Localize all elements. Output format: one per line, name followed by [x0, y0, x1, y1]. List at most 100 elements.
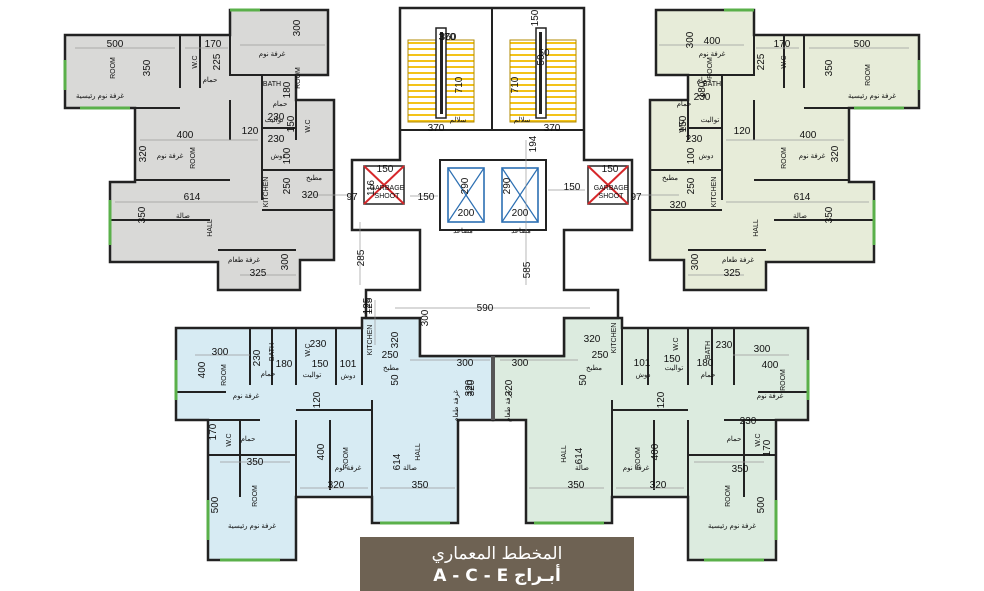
dimension-label: 320	[328, 480, 345, 491]
dimension-label: 225	[212, 53, 223, 70]
room-label: ROOM	[295, 67, 302, 89]
dimension-label: 230	[268, 134, 285, 145]
dimension-label: 200	[512, 208, 529, 219]
dimension-label: 194	[528, 135, 539, 152]
dimension-label: 97	[346, 192, 358, 203]
dimension-label: 370	[428, 123, 445, 134]
dimension-label: 150	[602, 164, 619, 175]
dimension-label: 585	[522, 261, 533, 278]
dimension-label: 614	[184, 192, 201, 203]
room-label: حمام	[241, 435, 256, 443]
dimension-label: 150	[664, 354, 681, 365]
dimension-label: 370	[544, 123, 561, 134]
room-label: KITCHEN	[263, 177, 270, 208]
room-label: صالة	[575, 464, 589, 472]
room-label: ROOM	[110, 57, 117, 79]
dimension-label: 614	[794, 192, 811, 203]
dimension-label: 320	[504, 379, 515, 396]
dimension-label: 300	[685, 31, 696, 48]
dimension-label: 250	[686, 177, 697, 194]
dimension-label: 400	[800, 130, 817, 141]
room-label: غرفة طعام	[504, 390, 512, 422]
dimension-label: 120	[734, 126, 751, 137]
room-label: ROOM	[781, 147, 788, 169]
dimension-label: 300	[754, 344, 771, 355]
room-label: ROOM	[343, 447, 350, 469]
plan-title-towers: أبـراج A - C - E	[433, 566, 561, 586]
room-label: KITCHEN	[367, 325, 374, 356]
dimension-label: 300	[457, 358, 474, 369]
room-label: دوش	[270, 153, 285, 160]
room-label: دوش	[635, 372, 650, 379]
dimension-label: 320	[830, 145, 841, 162]
dimension-lines	[75, 44, 909, 489]
room-label: SHOOT	[599, 193, 625, 200]
dimension-label: 120	[242, 126, 259, 137]
dimension-label: 230	[268, 112, 285, 123]
room-label: غرفة نوم	[757, 393, 784, 400]
room-label: ROOM	[635, 447, 642, 469]
dimension-label: 300	[292, 19, 303, 36]
room-label: دوش	[340, 373, 355, 380]
dimension-label: 101	[340, 359, 357, 370]
dimension-label: 320	[390, 331, 401, 348]
dimension-label: 300	[690, 253, 701, 270]
dimension-label: 400	[177, 130, 194, 141]
dimension-label: 230	[310, 339, 327, 350]
room-label: ROOM	[707, 57, 714, 79]
room-label: مطبخ	[662, 174, 678, 182]
windows	[63, 8, 921, 562]
dimension-label: 710	[510, 76, 521, 93]
room-label: W.C	[673, 337, 680, 350]
interior-walls	[65, 35, 919, 523]
dimension-label: 614	[574, 447, 585, 464]
dimension-label: 325	[250, 268, 267, 279]
room-label: مطبخ	[306, 174, 322, 182]
dimension-label: 125	[364, 297, 375, 314]
dimension-label: 350	[412, 480, 429, 491]
dimension-label: 300	[420, 309, 431, 326]
room-label: حمام	[677, 100, 692, 108]
dimension-label: 50	[538, 48, 550, 59]
dimension-label: 350	[824, 206, 835, 223]
room-label: تواليت	[303, 371, 322, 379]
room-label: سلالم	[514, 116, 531, 124]
dimension-label: 180	[276, 359, 293, 370]
dimension-label: 320	[584, 334, 601, 345]
dimension-label: 320	[464, 379, 475, 396]
room-label: غرفة طعام	[722, 256, 754, 264]
dimension-label: 350	[137, 206, 148, 223]
dimension-label: 150	[418, 192, 435, 203]
dimension-label: 300	[280, 253, 291, 270]
room-label: حمام	[701, 371, 716, 379]
plan-title-arabic: المخطط المعماري	[431, 544, 563, 564]
room-label: غرفة نوم رئيسية	[76, 92, 124, 100]
room-label: HALL	[561, 445, 568, 463]
room-label: W.C	[192, 55, 199, 68]
dimension-label: 320	[138, 145, 149, 162]
dimension-label: 400	[762, 360, 779, 371]
plan-title-box: المخطط المعماري أبـراج A - C - E	[360, 537, 634, 591]
room-label: W.C	[226, 433, 233, 446]
room-label: مصاعد	[511, 227, 531, 235]
room-label: غرفة نوم	[259, 51, 286, 58]
dimension-label: 230	[694, 92, 711, 103]
room-label: GARBAGE	[370, 185, 405, 192]
dimension-label: 180	[282, 81, 293, 98]
dimension-label: 50	[578, 374, 589, 386]
room-label: W.C	[679, 119, 686, 132]
dimension-label: 230	[740, 416, 757, 427]
dimension-label: 120	[312, 391, 323, 408]
dimension-label: 325	[724, 268, 741, 279]
dimension-label: 500	[756, 496, 767, 513]
dimension-label: 500	[107, 39, 124, 50]
room-label: HALL	[415, 443, 422, 461]
dimension-label: 250	[592, 350, 609, 361]
room-label: غرفة نوم	[157, 153, 184, 160]
dimension-label: 320	[302, 190, 319, 201]
room-label: صالة	[403, 464, 417, 472]
room-label: BATH	[269, 343, 276, 361]
room-label: KITCHEN	[711, 177, 718, 208]
room-label: HALL	[207, 219, 214, 237]
